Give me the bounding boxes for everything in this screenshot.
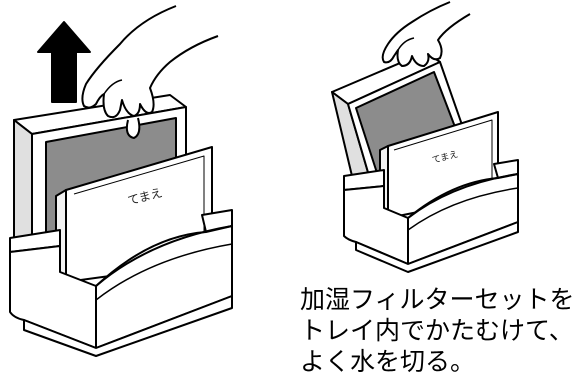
right-hand	[381, 1, 471, 67]
left-tray-ledge	[95, 243, 233, 301]
illustration: てまえ てまえ	[9, 1, 519, 357]
left-tray-front-curve	[95, 225, 233, 287]
right-card-inner	[393, 119, 493, 192]
caption-line-2: トレイ内でかたむけて、	[300, 316, 574, 345]
caption-line-3: よく水を切る。	[300, 347, 476, 376]
up-arrow-icon	[37, 21, 91, 103]
left-hand	[81, 5, 219, 119]
right-tray-front-curve	[407, 173, 519, 219]
caption: 加湿フィルターセットを トレイ内でかたむけて、 よく水を切る。	[300, 284, 579, 377]
right-tray-ledge	[407, 187, 519, 231]
caption-line-1: 加湿フィルターセットを	[300, 285, 575, 314]
left-figure: てまえ	[9, 5, 233, 357]
right-figure: てまえ	[331, 1, 519, 273]
